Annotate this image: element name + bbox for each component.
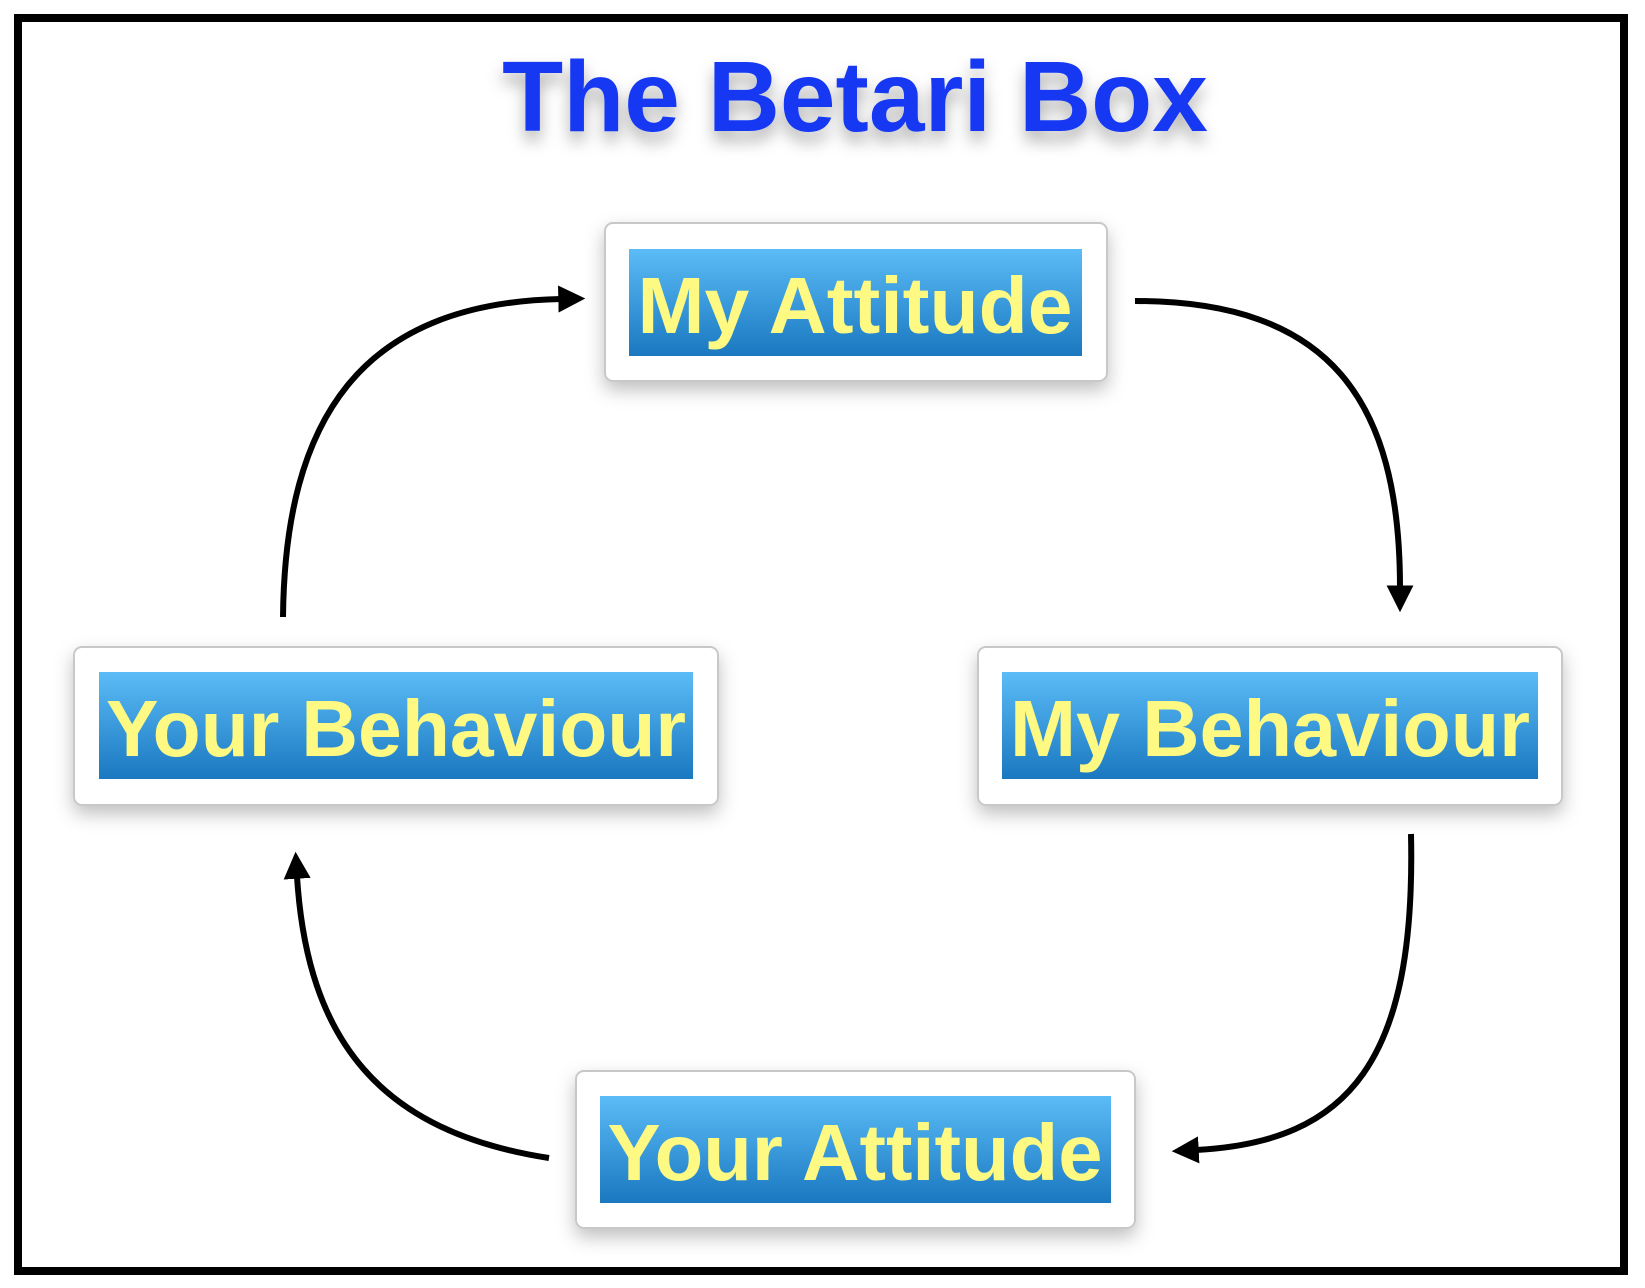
- arrow-your-attitude-to-your-behaviour: [283, 851, 550, 1161]
- outer-frame: [14, 14, 1628, 1275]
- node-your-attitude: Your Attitude: [575, 1070, 1136, 1229]
- node-my-attitude: My Attitude: [604, 222, 1108, 382]
- node-label: My Behaviour: [1010, 684, 1530, 773]
- node-your-behaviour: Your Behaviour: [73, 646, 719, 806]
- node-label: My Attitude: [638, 261, 1073, 350]
- node-label: Your Attitude: [608, 1108, 1103, 1197]
- arrow-my-behaviour-to-your-attitude: [1171, 833, 1415, 1164]
- arrow-your-behaviour-to-my-attitude: [280, 285, 586, 618]
- diagram-title: The Betari Box: [502, 41, 1208, 153]
- arrow-my-attitude-to-my-behaviour: [1134, 298, 1414, 613]
- node-label: Your Behaviour: [106, 684, 686, 773]
- node-my-behaviour: My Behaviour: [977, 646, 1563, 806]
